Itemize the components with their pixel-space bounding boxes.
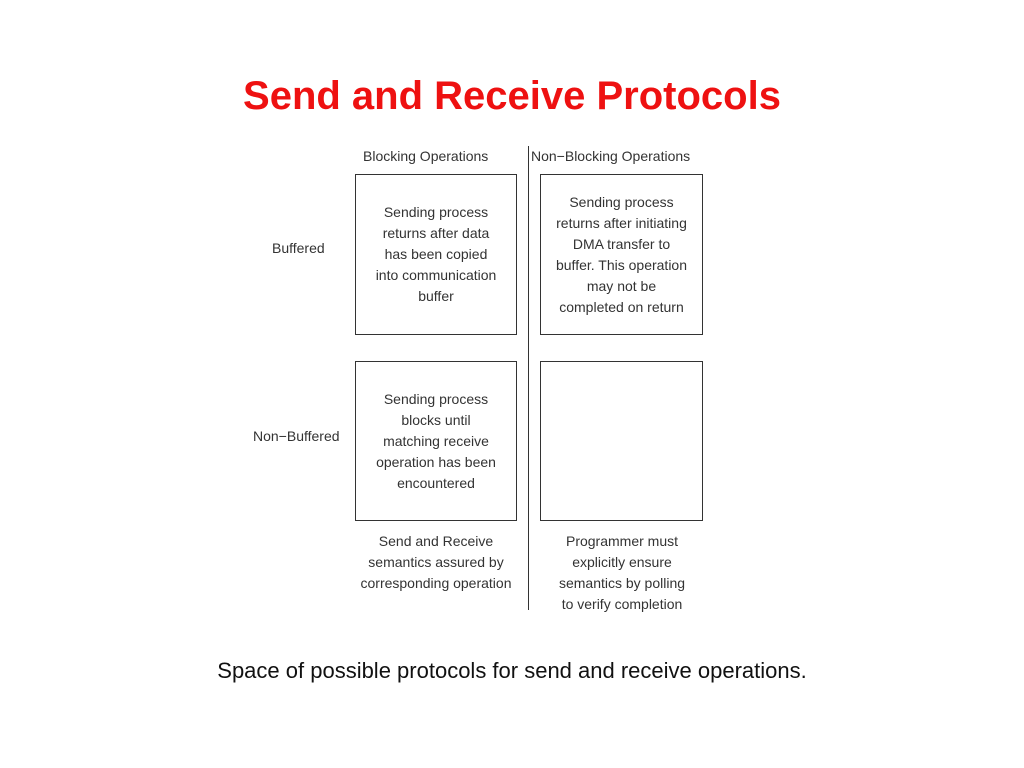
- row-label-non-buffered: Non−Buffered: [253, 428, 340, 444]
- column-header-blocking: Blocking Operations: [363, 148, 489, 164]
- note-non-blocking: Programmer must explicitly ensure semant…: [558, 533, 686, 612]
- cell-non-buffered-non-blocking: [540, 361, 703, 521]
- cell-text: Sending process returns after data has b…: [375, 204, 497, 304]
- column-divider: [528, 146, 529, 610]
- cell-buffered-blocking: Sending process returns after data has b…: [355, 174, 517, 335]
- column-header-non-blocking: Non−Blocking Operations: [531, 148, 691, 164]
- slide-title: Send and Receive Protocols: [243, 74, 781, 118]
- cell-buffered-non-blocking: Sending process returns after initiating…: [540, 174, 703, 335]
- cell-text: Sending process returns after initiating…: [555, 193, 688, 315]
- row-label-buffered: Buffered: [272, 240, 325, 256]
- figure-caption: Space of possible protocols for send and…: [217, 658, 807, 683]
- note-blocking: Send and Receive semantics assured by co…: [360, 533, 512, 591]
- cell-text: Sending process blocks until matching re…: [376, 390, 496, 491]
- cell-non-buffered-blocking: Sending process blocks until matching re…: [355, 361, 517, 521]
